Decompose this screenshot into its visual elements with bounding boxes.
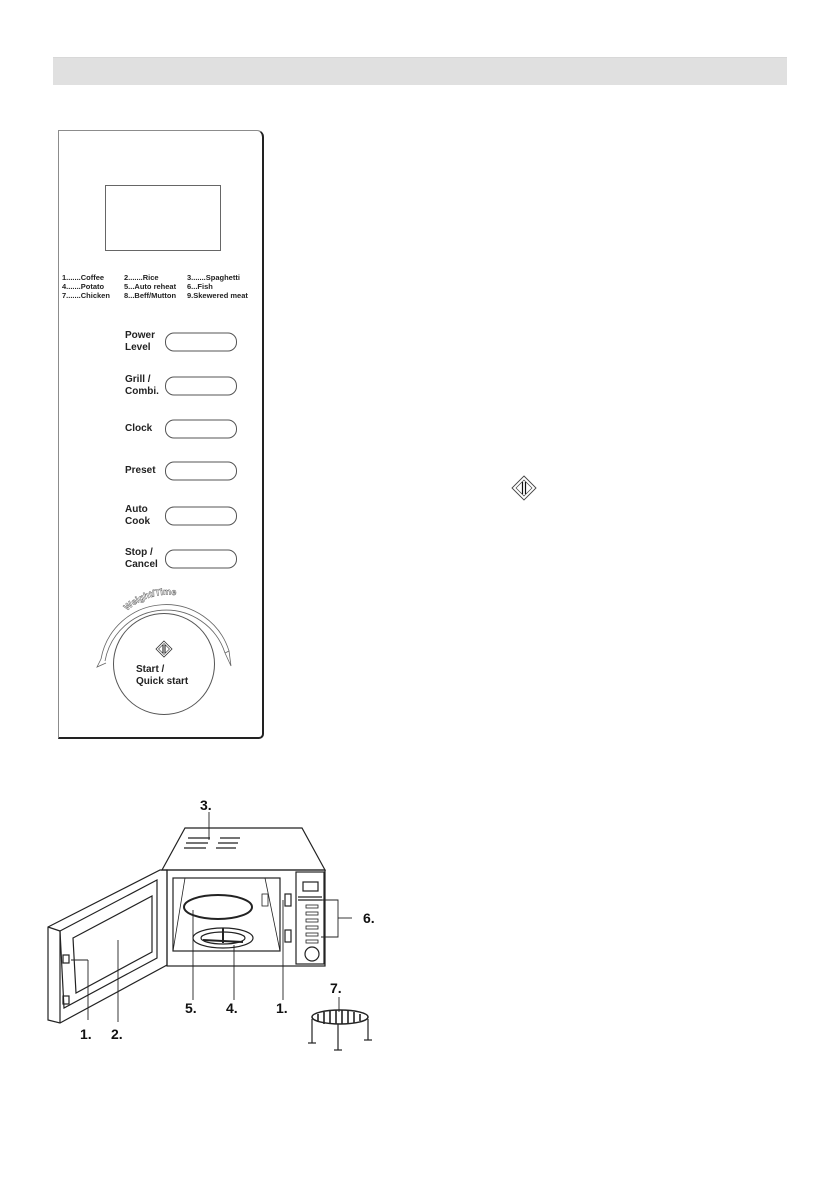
auto-cook-label: Auto Cook	[125, 504, 150, 528]
power-level-button[interactable]	[165, 332, 237, 352]
callout-5: 5.	[185, 1000, 197, 1016]
menu-item: 9.Skewered meat	[187, 291, 248, 300]
menu-item: 1.......Coffee	[62, 273, 105, 282]
label-line: Cancel	[125, 559, 158, 570]
menu-item: 6...Fish	[187, 282, 213, 291]
clock-label: Clock	[125, 423, 152, 435]
power-level-label: Power Level	[125, 330, 155, 354]
power-level-row: Power Level	[109, 327, 239, 357]
label-line: Power	[125, 330, 156, 341]
auto-cook-row: Auto Cook	[109, 501, 239, 531]
microwave-parts-diagram: 3. 1. 2. 5. 4. 1. 6. 7.	[40, 797, 390, 1070]
label-line: Auto	[125, 504, 148, 515]
label-line: Grill /	[125, 374, 151, 385]
clock-row: Clock	[109, 414, 239, 444]
weight-time-start-dial[interactable]: Start / Quick start	[113, 613, 215, 715]
label-line: Level	[125, 342, 151, 353]
grill-combi-label: Grill / Combi.	[125, 374, 159, 398]
callout-1-door: 1.	[80, 1026, 92, 1042]
menu-item: 3.......Spaghetti	[187, 273, 240, 282]
auto-cook-menu-legend: 1.......Coffee 2.......Rice 3.......Spag…	[62, 273, 262, 300]
label-line: Preset	[125, 465, 156, 476]
menu-item: 5...Auto reheat	[124, 282, 177, 291]
lcd-display	[105, 185, 221, 251]
weight-time-dial-group: Weight/Time Start / Quick start	[89, 581, 239, 731]
section-header-bar	[53, 57, 787, 85]
preset-button[interactable]	[165, 461, 237, 481]
callout-3: 3.	[200, 797, 212, 813]
callout-1-body: 1.	[276, 1000, 288, 1016]
label-line: Stop /	[125, 547, 153, 558]
label-line: Quick start	[136, 676, 189, 687]
clock-button[interactable]	[165, 419, 237, 439]
start-quick-start-label: Start / Quick start	[136, 664, 188, 688]
preset-label: Preset	[125, 465, 156, 477]
label-line: Start /	[136, 664, 165, 675]
start-diamond-icon	[511, 475, 537, 501]
label-line: Cook	[125, 516, 150, 527]
svg-text:Weight/Time: Weight/Time	[122, 587, 177, 613]
callout-2: 2.	[111, 1026, 123, 1042]
callout-4: 4.	[226, 1000, 238, 1016]
control-panel: 1.......Coffee 2.......Rice 3.......Spag…	[58, 130, 264, 739]
callout-7: 7.	[330, 980, 342, 996]
menu-item: 4.......Potato	[62, 282, 105, 291]
rotation-arrow-icon: Weight/Time	[96, 586, 232, 668]
grill-combi-button[interactable]	[165, 376, 237, 396]
label-line: Clock	[125, 423, 153, 434]
label-line: Combi.	[125, 386, 159, 397]
callout-6: 6.	[363, 910, 375, 926]
grill-combi-row: Grill / Combi.	[109, 371, 239, 401]
menu-item: 8...Beff/Mutton	[124, 291, 177, 300]
stop-cancel-button[interactable]	[165, 549, 237, 569]
weight-time-label: Weight/Time	[122, 586, 178, 612]
microwave-illustration	[47, 812, 372, 1051]
stop-cancel-label: Stop / Cancel	[125, 547, 158, 571]
menu-item: 2.......Rice	[124, 273, 159, 282]
stop-cancel-row: Stop / Cancel	[109, 544, 239, 574]
start-diamond-icon	[155, 640, 173, 658]
auto-cook-button[interactable]	[165, 506, 237, 526]
preset-row: Preset	[109, 456, 239, 486]
menu-item: 7.......Chicken	[62, 291, 110, 300]
